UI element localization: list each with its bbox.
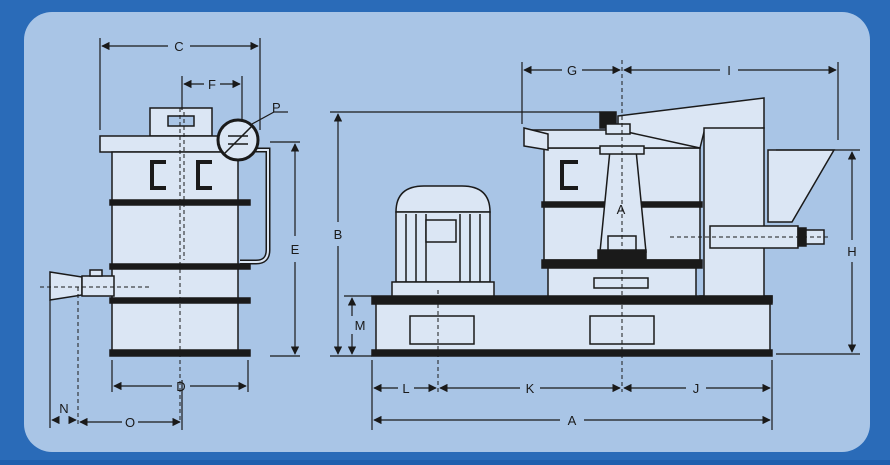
dim-label-p: P bbox=[272, 100, 281, 115]
dim-label-a: A bbox=[568, 413, 577, 428]
dim-label-b: B bbox=[334, 227, 343, 242]
dim-label-d: D bbox=[176, 379, 185, 394]
dim-label-o: O bbox=[125, 415, 135, 430]
dim-label-k: K bbox=[526, 381, 535, 396]
dim-label-l: L bbox=[402, 381, 409, 396]
dim-label-i: I bbox=[727, 63, 731, 78]
dim-label-g: G bbox=[567, 63, 577, 78]
dim-label-a-inner: A bbox=[617, 202, 626, 217]
dim-label-j: J bbox=[693, 381, 700, 396]
dim-label-e: E bbox=[291, 242, 300, 257]
mill-centerlines bbox=[437, 60, 830, 392]
cyclone-collector bbox=[49, 107, 271, 357]
dim-label-m: M bbox=[355, 318, 366, 333]
dim-label-n: N bbox=[59, 401, 68, 416]
dim-label-f: F bbox=[208, 77, 216, 92]
dim-label-c: C bbox=[174, 39, 183, 54]
cyclone-centerlines bbox=[40, 108, 185, 425]
dim-label-h: H bbox=[847, 244, 856, 259]
dimension-lines bbox=[49, 38, 860, 430]
